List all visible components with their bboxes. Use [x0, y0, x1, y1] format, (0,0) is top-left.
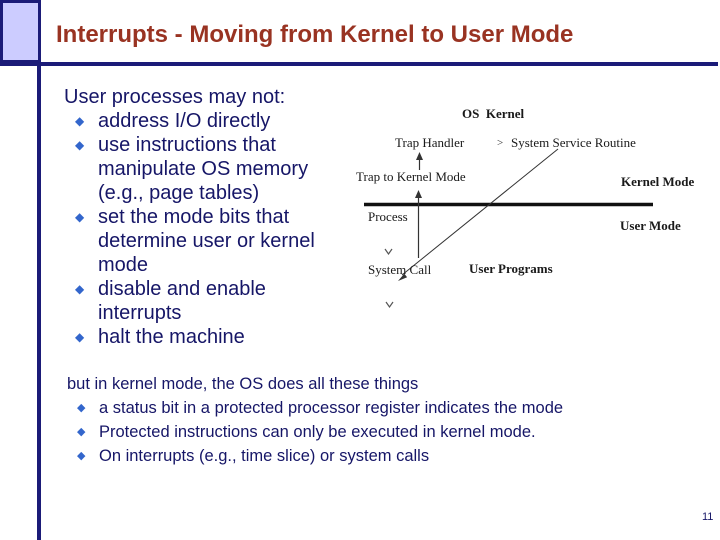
user-restrictions-block: User processes may not: ◆ address I/O di…	[64, 85, 344, 349]
diamond-bullet-icon: ◆	[75, 114, 85, 128]
flow-chevron-icon	[384, 248, 393, 256]
diagram-label-trap-to-kernel-mode: Trap to Kernel Mode	[356, 169, 466, 184]
page-number: 11	[702, 511, 714, 523]
diagram-label-process: Process	[368, 209, 408, 224]
bullet-text: halt the machine	[98, 326, 245, 348]
diagram-label-system-service-routine: System Service Routine	[511, 135, 636, 150]
bullet-text: set the mode bits that determine user or…	[98, 206, 315, 276]
bullet-text: On interrupts (e.g., time slice) or syst…	[99, 447, 430, 465]
bullet-text: use instructions that manipulate OS memo…	[98, 134, 309, 204]
left-border-line	[37, 0, 41, 540]
block2-intro: but in kernel mode, the OS does all thes…	[67, 375, 419, 393]
diagram-label-user-mode: User Mode	[620, 218, 681, 233]
corner-decoration	[0, 0, 41, 63]
kernel-mode-block: but in kernel mode, the OS does all thes…	[67, 372, 697, 468]
diagram-label-kernel-mode: Kernel Mode	[621, 174, 695, 189]
slide-title: Interrupts - Moving from Kernel to User …	[56, 21, 574, 48]
list-item: ◆ halt the machine	[75, 325, 344, 349]
list-item: ◆ Protected instructions can only be exe…	[77, 420, 697, 444]
flow-chevron-icon	[385, 301, 394, 309]
diagram-label-os-kernel: OS Kernel	[462, 106, 525, 121]
list-item: ◆ use instructions that manipulate OS me…	[75, 133, 344, 205]
bullet-text: Protected instructions can only be execu…	[99, 423, 536, 441]
right-arrow-glyph: >	[497, 137, 504, 149]
diamond-bullet-icon: ◆	[77, 450, 86, 462]
diamond-bullet-icon: ◆	[75, 282, 85, 296]
diamond-bullet-icon: ◆	[77, 426, 86, 438]
return-diagonal-line	[401, 148, 559, 276]
trap-handler-arrowhead	[416, 152, 423, 160]
diamond-bullet-icon: ◆	[75, 210, 85, 224]
bullet-text: disable and enable interrupts	[98, 278, 266, 324]
title-divider-line	[0, 62, 718, 66]
block1-intro: User processes may not:	[64, 86, 286, 108]
bullet-text: address I/O directly	[98, 110, 271, 132]
diamond-bullet-icon: ◆	[75, 330, 85, 344]
bullet-text: a status bit in a protected processor re…	[99, 399, 564, 417]
diamond-bullet-icon: ◆	[77, 402, 86, 414]
diamond-bullet-icon: ◆	[75, 138, 85, 152]
list-item: ◆ set the mode bits that determine user …	[75, 205, 344, 277]
diagram-label-user-programs: User Programs	[469, 261, 553, 276]
diagram-label-trap-handler: Trap Handler	[395, 135, 465, 150]
list-item: ◆ On interrupts (e.g., time slice) or sy…	[77, 444, 697, 468]
trap-up-arrowhead	[415, 190, 422, 198]
list-item: ◆ disable and enable interrupts	[75, 277, 344, 325]
list-item: ◆ address I/O directly	[75, 109, 344, 133]
list-item: ◆ a status bit in a protected processor …	[77, 396, 697, 420]
diagram-label-system-call: System Call	[368, 262, 432, 277]
